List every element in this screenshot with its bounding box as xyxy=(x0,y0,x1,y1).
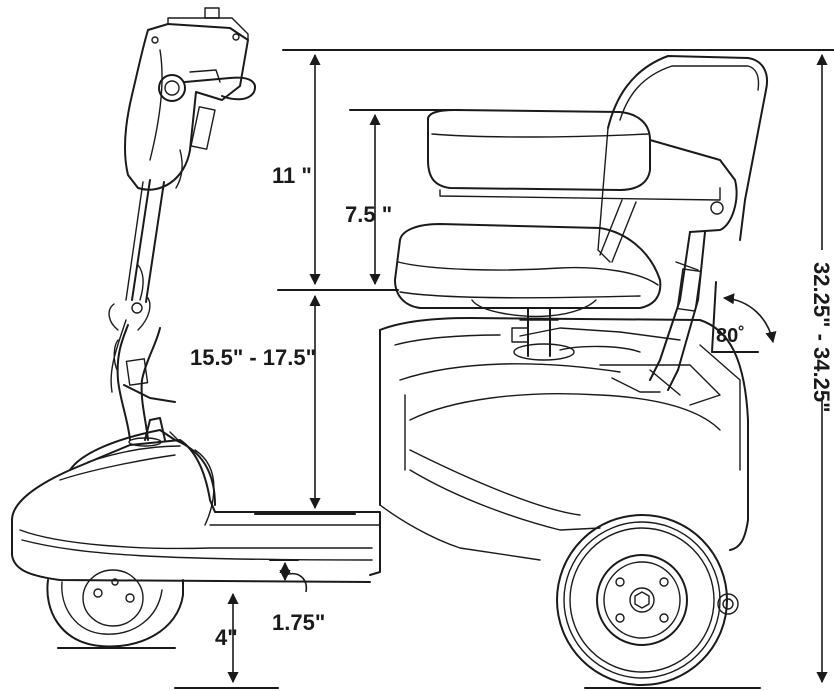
seat-cushion xyxy=(394,223,662,309)
label-ground-clearance: 4" xyxy=(215,625,238,650)
rear-wheel xyxy=(556,514,739,686)
front-shroud xyxy=(69,429,216,506)
label-deck-clearance: 1.75" xyxy=(272,610,325,635)
tiller xyxy=(108,7,256,441)
label-recline-angle: 80˚ xyxy=(716,324,745,347)
label-backrest-height: 11 " xyxy=(272,163,312,188)
armrest xyxy=(427,109,738,391)
scooter-illustration xyxy=(11,7,768,689)
rear-body xyxy=(379,317,749,561)
label-seat-height: 15.5" - 17.5" xyxy=(190,345,316,370)
front-wheel xyxy=(46,569,184,648)
dimension-labels: 11 " 7.5 " 15.5" - 17.5" 1.75" 4" 80˚ 32… xyxy=(190,163,834,650)
label-overall-height: 32.25" - 34.25" xyxy=(809,262,834,413)
dim-arc-recline xyxy=(722,293,777,344)
column-base xyxy=(128,417,166,447)
label-armrest-height: 7.5 " xyxy=(345,202,392,227)
footboard xyxy=(11,439,381,583)
backrest xyxy=(597,55,768,263)
